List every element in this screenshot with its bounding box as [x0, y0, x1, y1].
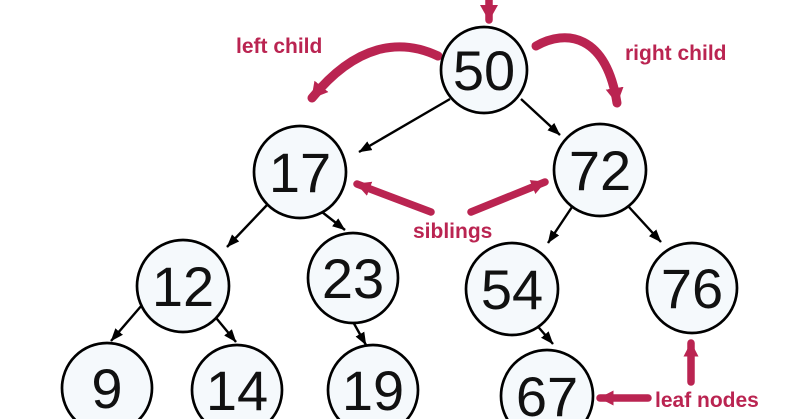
- node-76: 76: [645, 241, 739, 335]
- node-19: 19: [326, 343, 420, 419]
- edge-17-23: [321, 211, 346, 231]
- node-9: 9: [60, 341, 154, 419]
- left-child-arrow-icon: [307, 42, 443, 103]
- edge-72-76: [627, 205, 662, 243]
- edge-17-12: [226, 204, 268, 248]
- right-child-label: right child: [625, 42, 727, 65]
- node-50-value: 50: [453, 39, 515, 102]
- edge-50-72: [520, 98, 561, 136]
- edge-50-17: [358, 97, 451, 154]
- node-76-circle: [645, 241, 739, 335]
- annotation-labels: left child right child siblings leaf nod…: [236, 35, 759, 412]
- tree-nodes: 50 17 72 12 23 54: [60, 25, 739, 419]
- node-72-value: 72: [569, 139, 631, 202]
- node-54: 54: [464, 241, 560, 337]
- node-50: 50: [439, 25, 529, 115]
- left-child-label: left child: [236, 35, 322, 58]
- node-50-circle: [439, 25, 529, 115]
- node-19-value: 19: [342, 359, 404, 419]
- leaf-nodes-label: leaf nodes: [655, 389, 759, 412]
- node-14-circle: [190, 343, 284, 419]
- node-17-circle: [252, 124, 348, 220]
- edge-12-9: [110, 304, 143, 342]
- right-child-arrow-icon: [531, 33, 624, 108]
- node-9-value: 9: [91, 357, 122, 419]
- node-72: 72: [552, 122, 648, 218]
- node-17-value: 17: [269, 141, 331, 204]
- siblings-label: siblings: [413, 220, 492, 243]
- edge-72-54: [547, 206, 573, 244]
- node-12: 12: [135, 238, 231, 334]
- node-12-circle: [135, 238, 231, 334]
- node-9-circle: [60, 341, 154, 419]
- node-19-circle: [326, 343, 420, 419]
- node-72-circle: [552, 122, 648, 218]
- siblings-right-arrow-icon: [467, 178, 549, 216]
- node-67-circle: [499, 348, 595, 419]
- node-17: 17: [252, 124, 348, 220]
- node-54-circle: [464, 241, 560, 337]
- node-23-circle: [306, 231, 400, 325]
- node-76-value: 76: [661, 257, 723, 320]
- node-14-value: 14: [206, 359, 268, 419]
- node-67-value: 67: [516, 365, 578, 419]
- node-14: 14: [190, 343, 284, 419]
- annotation-arrows: [307, 0, 699, 406]
- node-12-value: 12: [152, 255, 214, 318]
- siblings-left-arrow-icon: [353, 180, 435, 216]
- node-23-value: 23: [322, 247, 384, 310]
- node-23: 23: [306, 231, 400, 325]
- node-67: 67: [499, 348, 595, 419]
- node-54-value: 54: [481, 258, 543, 321]
